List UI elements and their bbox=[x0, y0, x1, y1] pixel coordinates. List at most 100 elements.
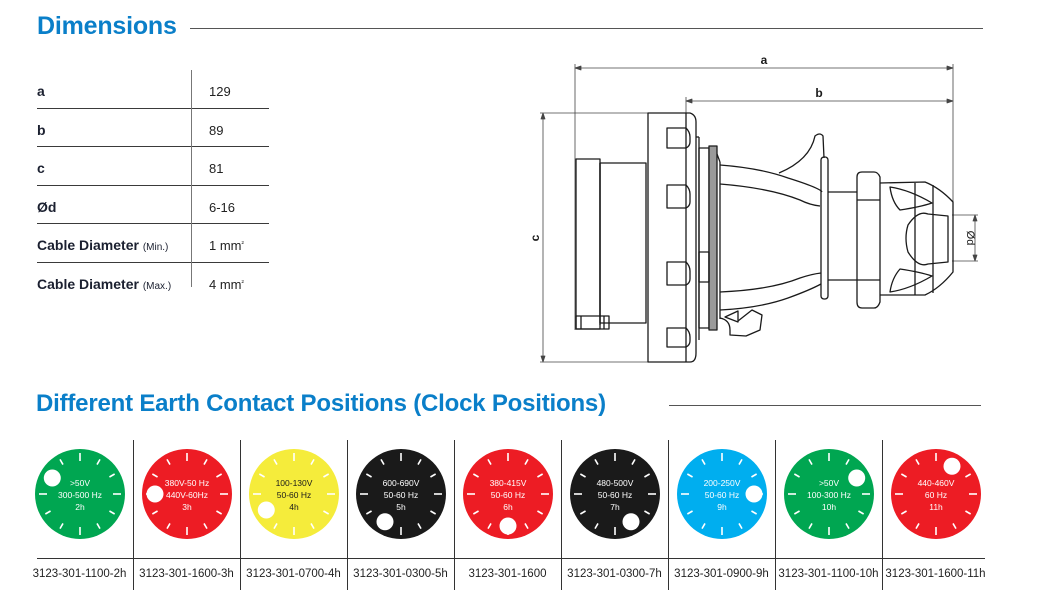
part-number: 3123-301-1600 bbox=[468, 568, 547, 580]
grid-column-divider bbox=[347, 440, 348, 590]
grid-column-divider bbox=[454, 440, 455, 590]
dim-row-b: b 89 bbox=[37, 109, 269, 147]
dial-tick bbox=[700, 458, 706, 465]
dim-row-c: c 81 bbox=[37, 147, 269, 186]
dim-label: Cable Diameter (Max.) bbox=[37, 275, 172, 292]
dial-tick bbox=[58, 458, 64, 465]
grid-column-divider bbox=[561, 440, 562, 590]
dial-tick bbox=[202, 458, 208, 465]
dim-row-a: a 129 bbox=[37, 70, 269, 109]
dim-label: b bbox=[37, 121, 46, 138]
dial-voltage-label: 600-690V bbox=[382, 478, 419, 488]
dial-tick bbox=[807, 523, 813, 530]
dial-tick bbox=[750, 473, 757, 478]
dial-voltage-label: >50V bbox=[69, 478, 89, 488]
dial-tick bbox=[215, 510, 222, 515]
dial-tick bbox=[416, 523, 422, 530]
dial-hour-label: 11h bbox=[929, 502, 943, 512]
dial-tick bbox=[793, 510, 800, 515]
dial-tick bbox=[108, 473, 115, 478]
part-number: 3123-301-0300-7h bbox=[567, 568, 662, 580]
dial-tick bbox=[379, 458, 385, 465]
grid-horizontal-rule bbox=[37, 558, 985, 559]
earth-contact-dot bbox=[146, 485, 163, 503]
dial-tick bbox=[486, 523, 492, 530]
dial-tick bbox=[593, 523, 599, 530]
part-number: 3123-301-1600-3h bbox=[139, 568, 234, 580]
dial-tick bbox=[630, 458, 636, 465]
dial-tick bbox=[523, 458, 529, 465]
dial-voltage-label: 480-500V bbox=[596, 478, 633, 488]
dial-frequency-label: 50-60 Hz bbox=[490, 490, 525, 500]
dial-tick bbox=[536, 510, 543, 515]
part-number: 3123-301-1100-10h bbox=[778, 568, 879, 580]
dimensions-heading-rule bbox=[190, 28, 983, 29]
dial-frequency-label: 60 Hz bbox=[924, 490, 946, 500]
dial-tick bbox=[900, 473, 907, 478]
dial-tick bbox=[58, 523, 64, 530]
earth-contact-dot bbox=[943, 457, 960, 475]
dimension-c bbox=[540, 112, 648, 363]
earth-contact-dot bbox=[376, 513, 393, 531]
dial-tick bbox=[309, 458, 315, 465]
plug-collar bbox=[698, 145, 721, 331]
dial-tick bbox=[272, 523, 278, 530]
dial-tick bbox=[579, 510, 586, 515]
dial-hour-label: 9h bbox=[717, 502, 727, 512]
earth-contact-dot bbox=[745, 485, 762, 503]
grid-column-divider bbox=[133, 440, 134, 590]
part-number: 3123-301-0900-9h bbox=[674, 568, 769, 580]
dial-tick bbox=[165, 458, 171, 465]
dim-value: 129 bbox=[209, 84, 231, 99]
dial-tick bbox=[95, 523, 101, 530]
grid-column-divider bbox=[668, 440, 669, 590]
dimension-label-c: c bbox=[528, 234, 542, 241]
grid-column-divider bbox=[240, 440, 241, 590]
dial-face bbox=[141, 449, 232, 539]
earth-contact-dot bbox=[622, 513, 639, 531]
dial-frequency-label: 50-60 Hz bbox=[383, 490, 418, 500]
dial-frequency-label: 440V-60Hz bbox=[165, 490, 207, 500]
dial-tick bbox=[472, 510, 479, 515]
plug-rear-body bbox=[575, 158, 647, 330]
plug-flange bbox=[647, 112, 700, 363]
dial-tick bbox=[737, 523, 743, 530]
dim-value: 81 bbox=[209, 161, 224, 176]
earth-contact-dot bbox=[43, 469, 61, 487]
dial-hour-label: 10h bbox=[821, 502, 835, 512]
earth-contact-dot bbox=[257, 501, 275, 519]
dim-row-cable-max: Cable Diameter (Max.) 4 mm² bbox=[37, 263, 269, 301]
dim-label: Cable Diameter (Min.) bbox=[37, 237, 169, 253]
dial-hour-label: 3h bbox=[182, 502, 192, 512]
dimension-a bbox=[574, 64, 954, 330]
part-number: 3123-301-1100-2h bbox=[32, 568, 127, 580]
earth-contact-heading: Different Earth Contact Positions (Clock… bbox=[36, 390, 606, 417]
dial-tick bbox=[700, 523, 706, 530]
dial-tick bbox=[151, 473, 158, 478]
dial-tick bbox=[964, 510, 971, 515]
dimension-label-d: Ød bbox=[964, 231, 976, 246]
dial-frequency-label: 300-500 Hz bbox=[58, 490, 102, 500]
dial-face bbox=[676, 449, 767, 539]
dial-frequency-label: 50-60 Hz bbox=[276, 490, 311, 500]
dial-tick bbox=[365, 510, 372, 515]
dial-tick bbox=[951, 523, 957, 530]
dial-tick bbox=[914, 458, 920, 465]
dimensions-table: a 129 b 89 c 81 Ød 6-16 Cable Diameter (… bbox=[37, 70, 269, 300]
dial-tick bbox=[151, 510, 158, 515]
dial-tick bbox=[202, 523, 208, 530]
dial-frequency-label: 50-60 Hz bbox=[597, 490, 632, 500]
